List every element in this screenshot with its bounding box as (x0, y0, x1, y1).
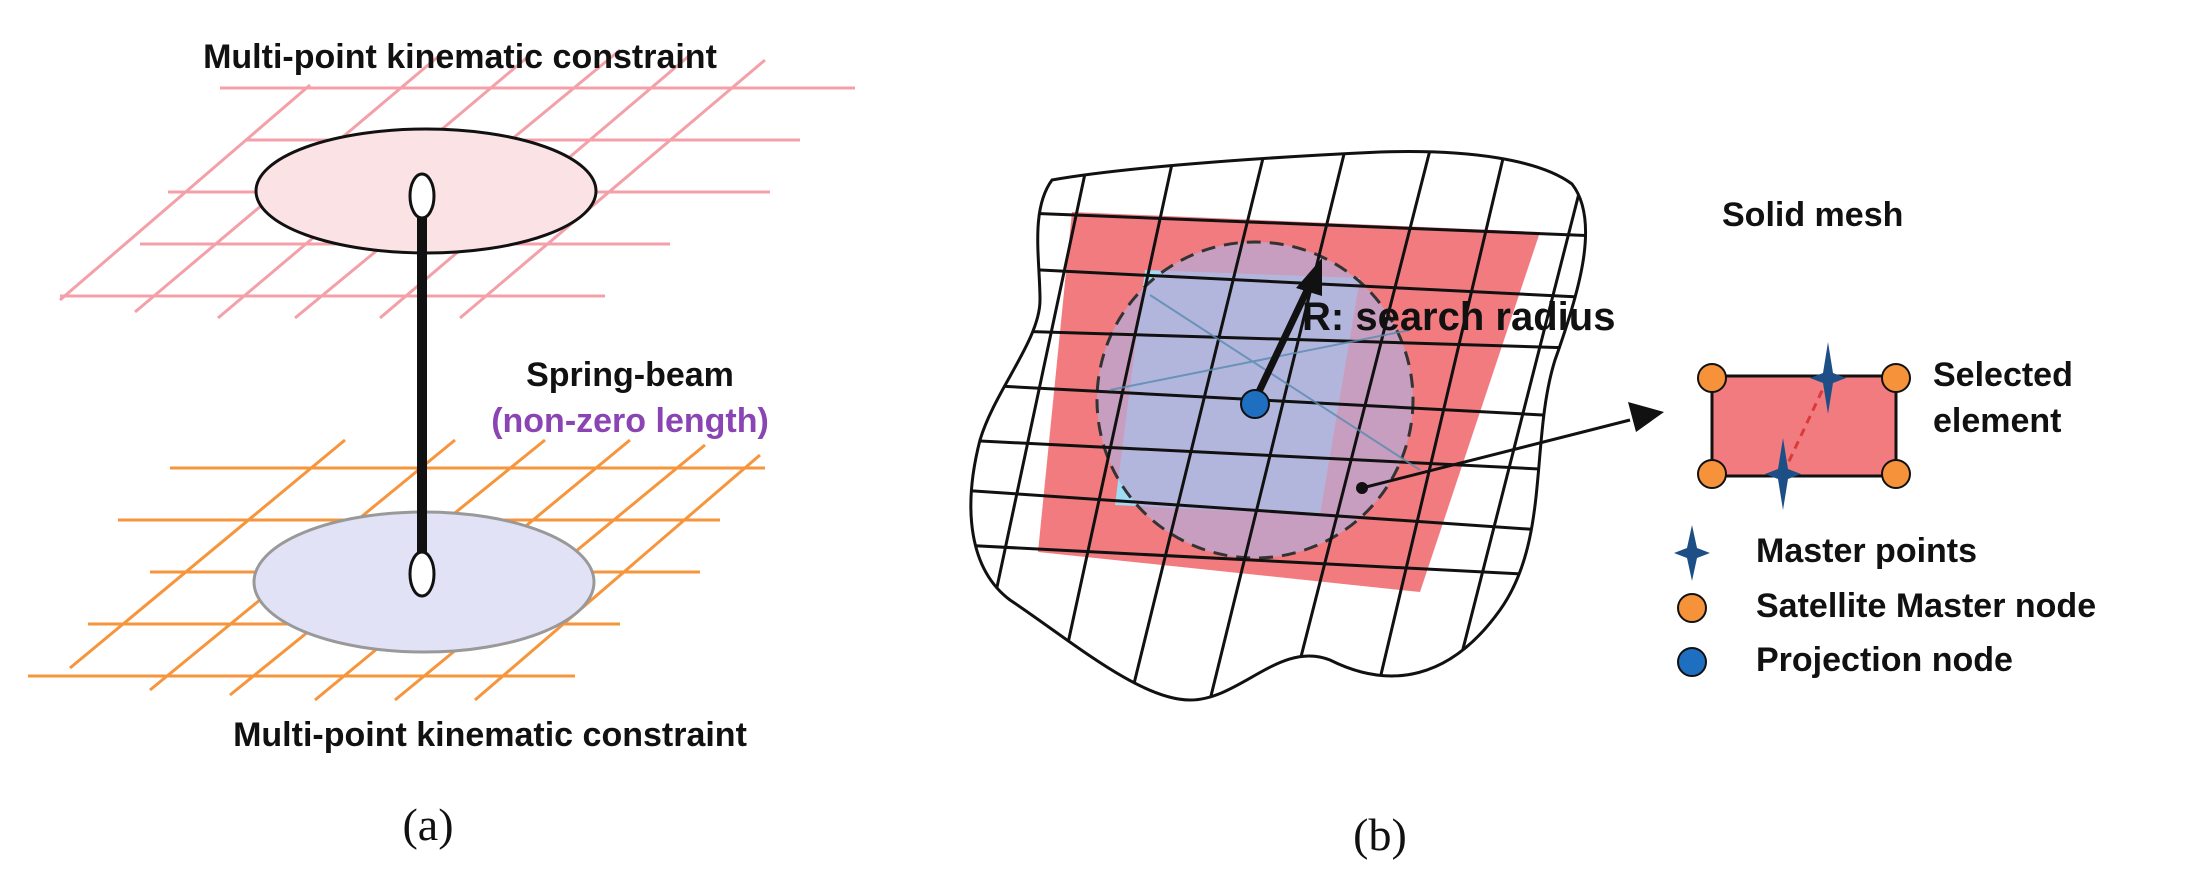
pointer-arrow (1361, 418, 1631, 490)
caption-b: (b) (1353, 809, 1407, 860)
satellite-node-bl (1697, 459, 1727, 489)
bottom-beam-node (408, 550, 436, 598)
legend-satellite-node-label: Satellite Master node (1756, 587, 2096, 625)
top-constraint-label: Multi-point kinematic constraint (203, 38, 717, 76)
element-diagonal (1781, 377, 1830, 475)
master-point-top (1810, 342, 1846, 414)
beam-sublabel: (non-zero length) (491, 402, 769, 440)
legend: Master points Satellite Master node Proj… (1674, 525, 2096, 679)
master-point-bottom (1765, 438, 1801, 510)
satellite-node-tl (1697, 363, 1727, 393)
legend-projection-node-label: Projection node (1756, 641, 2013, 679)
legend-projection-node-icon (1677, 647, 1707, 677)
legend-master-points-label: Master points (1756, 532, 1977, 570)
satellite-node-br (1881, 459, 1911, 489)
solid-mesh-outline (969, 150, 1588, 702)
panel-b: Solid mesh R: search radius Selected ele… (969, 150, 2096, 860)
pointer-arrowhead (1628, 402, 1664, 432)
selected-element-label-1: Selected (1933, 356, 2073, 394)
caption-a: (a) (402, 799, 453, 850)
beam-label: Spring-beam (526, 356, 734, 394)
inner-cell-edges (1109, 294, 1421, 471)
radius-arrow (1251, 278, 1316, 402)
solid-mesh-label: Solid mesh (1722, 196, 1903, 234)
selected-element-label-2: element (1933, 402, 2062, 440)
legend-satellite-node-icon (1677, 593, 1707, 623)
search-radius-label: R: search radius (1302, 295, 1615, 339)
radius-arrowhead (1296, 258, 1322, 296)
projection-node (1240, 389, 1270, 419)
satellite-node-tr (1881, 363, 1911, 393)
panel-a: Multi-point kinematic constraint Spring-… (28, 38, 855, 850)
bottom-constraint-label: Multi-point kinematic constraint (233, 716, 747, 754)
selected-element (1710, 374, 1898, 478)
legend-master-point-icon (1674, 525, 1710, 581)
top-beam-node (408, 172, 436, 220)
solid-mesh-grid (970, 151, 1586, 701)
